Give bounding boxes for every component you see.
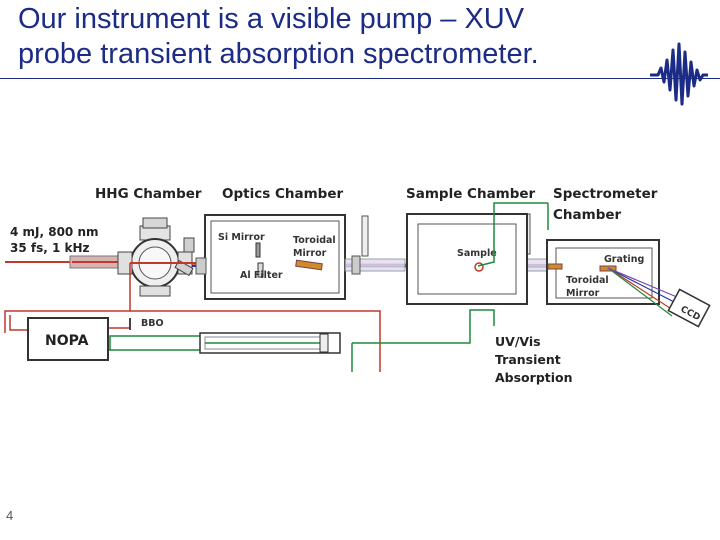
grating-label: Grating — [604, 254, 644, 265]
ir-input-beam — [5, 255, 130, 269]
spectrometer-chamber-label-2: Chamber — [553, 207, 622, 223]
uvvis-label-1: UV/Vis — [495, 334, 541, 349]
laser-spec-line1: 4 mJ, 800 nm — [10, 225, 99, 239]
slide-title: Our instrument is a visible pump – XUV p… — [18, 2, 658, 72]
al-filter-label: Al Filter — [240, 270, 283, 281]
uvvis-label-2: Transient — [495, 352, 561, 367]
sample-chamber-label: Sample Chamber — [406, 186, 536, 202]
bbo-label: BBO — [141, 318, 164, 329]
title-rule — [0, 78, 720, 79]
sample-chamber — [406, 213, 528, 305]
slide-title-line1: Our instrument is a visible pump – XUV — [18, 3, 525, 35]
toroidal-mirror-2-label-2: Mirror — [566, 288, 600, 299]
pump-delivery-lines — [4, 263, 495, 372]
visible-pump-path — [477, 202, 549, 267]
pulse-waveform-icon — [648, 40, 708, 115]
optics-chamber-label: Optics Chamber — [222, 186, 343, 202]
spectrometer-chamber-label-1: Spectrometer — [553, 186, 658, 202]
hhg-chamber-label: HHG Chamber — [95, 186, 202, 202]
laser-spec-line2: 35 fs, 1 kHz — [10, 241, 90, 255]
slide-title-line2: probe transient absorption spectrometer. — [18, 38, 539, 70]
nopa-box — [27, 317, 109, 361]
toroidal-mirror-1-label-2: Mirror — [293, 248, 327, 259]
nopa-label: NOPA — [45, 333, 89, 349]
si-mirror-label: Si Mirror — [218, 232, 265, 243]
uvvis-label-3: Absorption — [495, 370, 573, 385]
slide-number: 4 — [6, 508, 14, 523]
toroidal-mirror-1-label-1: Toroidal — [293, 235, 336, 246]
toroidal-mirror-2-label-1: Toroidal — [566, 275, 609, 286]
hhg-chamber — [117, 217, 200, 297]
spectrometer-chamber — [546, 239, 711, 328]
sample-label: Sample — [457, 248, 497, 259]
optics-chamber — [204, 214, 346, 300]
